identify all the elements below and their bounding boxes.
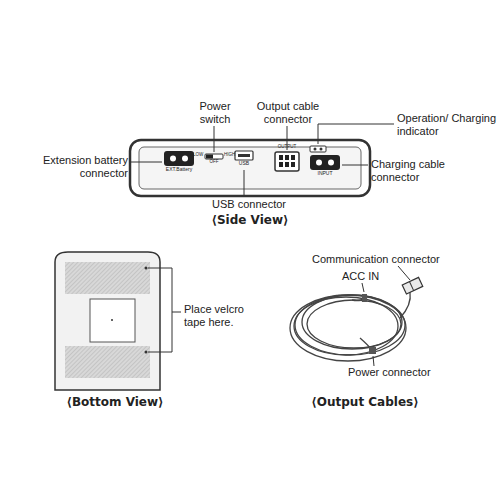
callout-label: USB connector — [212, 198, 312, 211]
view-caption: ⟨Side View⟩ — [175, 214, 325, 228]
callout-label: Output cable connector — [252, 100, 324, 125]
callout-label: Power switch — [192, 100, 238, 125]
device-marking: LOW — [193, 153, 205, 158]
device-marking: HIGH — [224, 153, 238, 158]
callout-label: Power connector — [348, 366, 468, 379]
device-marking: EXT.Battery — [154, 167, 204, 172]
callout-label: Charging cable connector — [371, 158, 457, 183]
callout-label: Extension battery connector — [30, 154, 128, 179]
view-caption: ⟨Bottom View⟩ — [40, 396, 190, 410]
device-marking: USB — [234, 161, 254, 166]
callout-label: Communication connector — [312, 253, 492, 266]
device-marking: INPUT — [310, 171, 340, 176]
view-caption: ⟨Output Cables⟩ — [280, 396, 450, 410]
callout-label: ACC IN — [342, 270, 402, 283]
callout-label: Place velcro tape here. — [184, 303, 256, 328]
device-marking: OUTPUT — [272, 145, 302, 150]
callout-label: Operation/ Charging indicator — [397, 112, 497, 137]
device-marking: OFF — [204, 160, 224, 165]
